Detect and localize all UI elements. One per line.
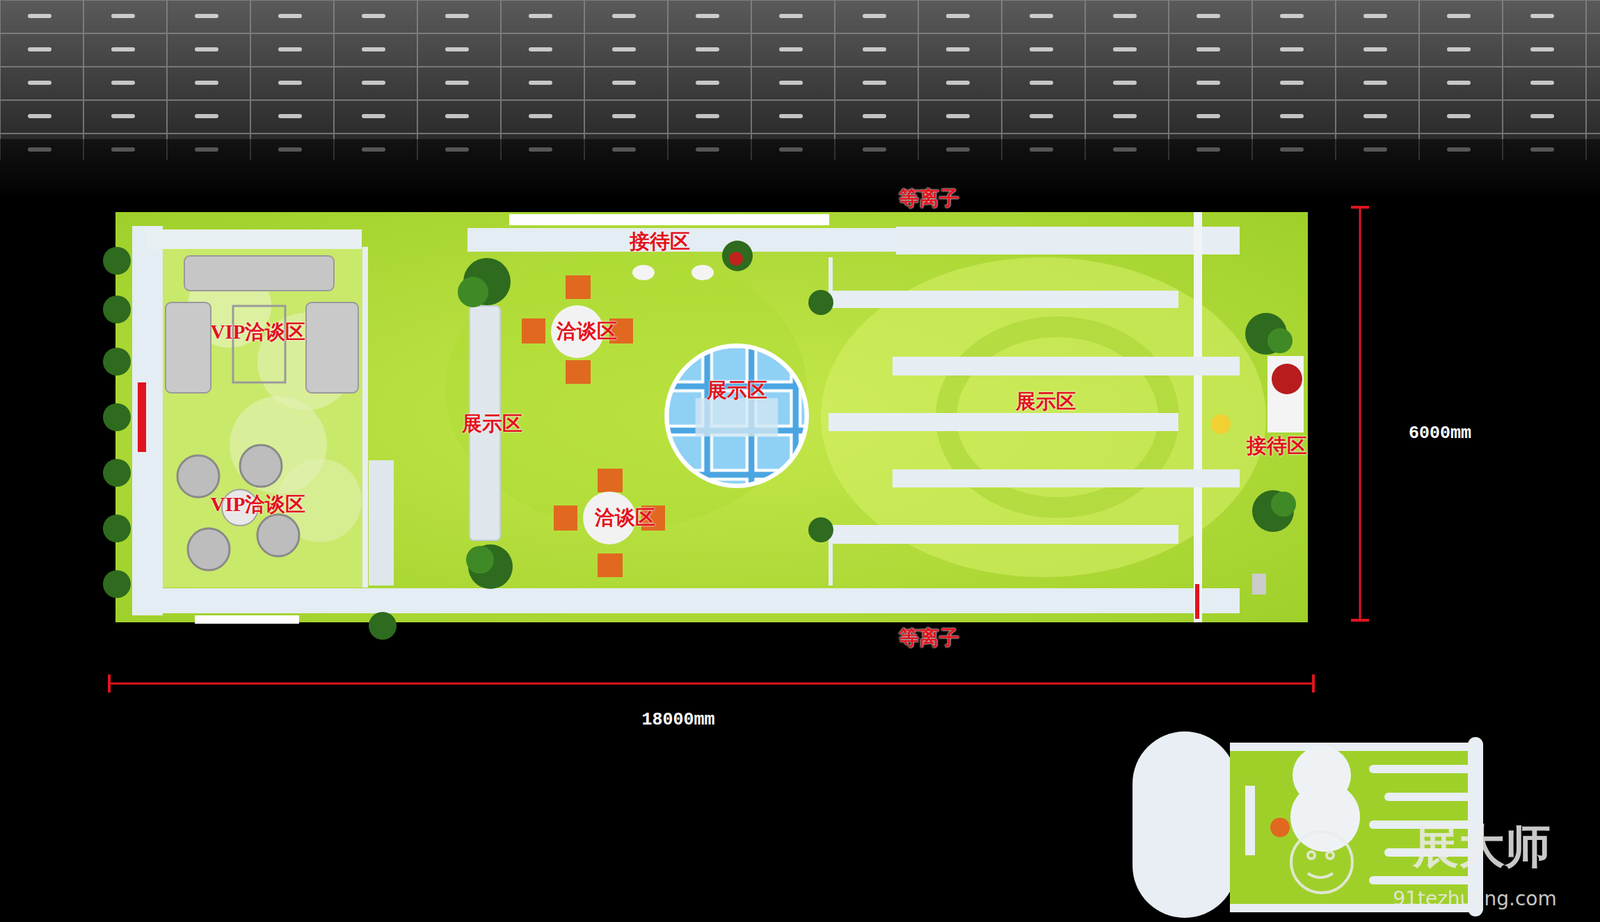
zone-label: 接待区 bbox=[1246, 432, 1308, 461]
zone-label: VIP洽谈区 bbox=[210, 318, 307, 347]
watermark: 展大师 bbox=[1412, 816, 1551, 879]
zone-label: 展示区 bbox=[461, 410, 523, 439]
zone-label: 接待区 bbox=[629, 228, 691, 256]
zone-label: 洽谈区 bbox=[594, 504, 656, 533]
plasma-label: 等离子 bbox=[898, 624, 960, 653]
circle-outline bbox=[662, 342, 811, 490]
table-top bbox=[521, 275, 634, 384]
table-bottom bbox=[553, 468, 666, 578]
watermark-url: 91tezhuang.com bbox=[1392, 887, 1557, 911]
zone-label: VIP洽谈区 bbox=[210, 491, 307, 519]
plasma-label: 等离子 bbox=[898, 185, 960, 213]
dimension-label: 18000mm bbox=[641, 710, 715, 731]
zone-label: 展示区 bbox=[662, 377, 811, 405]
zone-label: 洽谈区 bbox=[556, 317, 618, 346]
display-circle: 展示区 bbox=[662, 342, 811, 490]
zone-label: 展示区 bbox=[1015, 388, 1077, 416]
dimension-label: 6000mm bbox=[1408, 423, 1472, 444]
watermark-icon bbox=[1291, 832, 1353, 894]
